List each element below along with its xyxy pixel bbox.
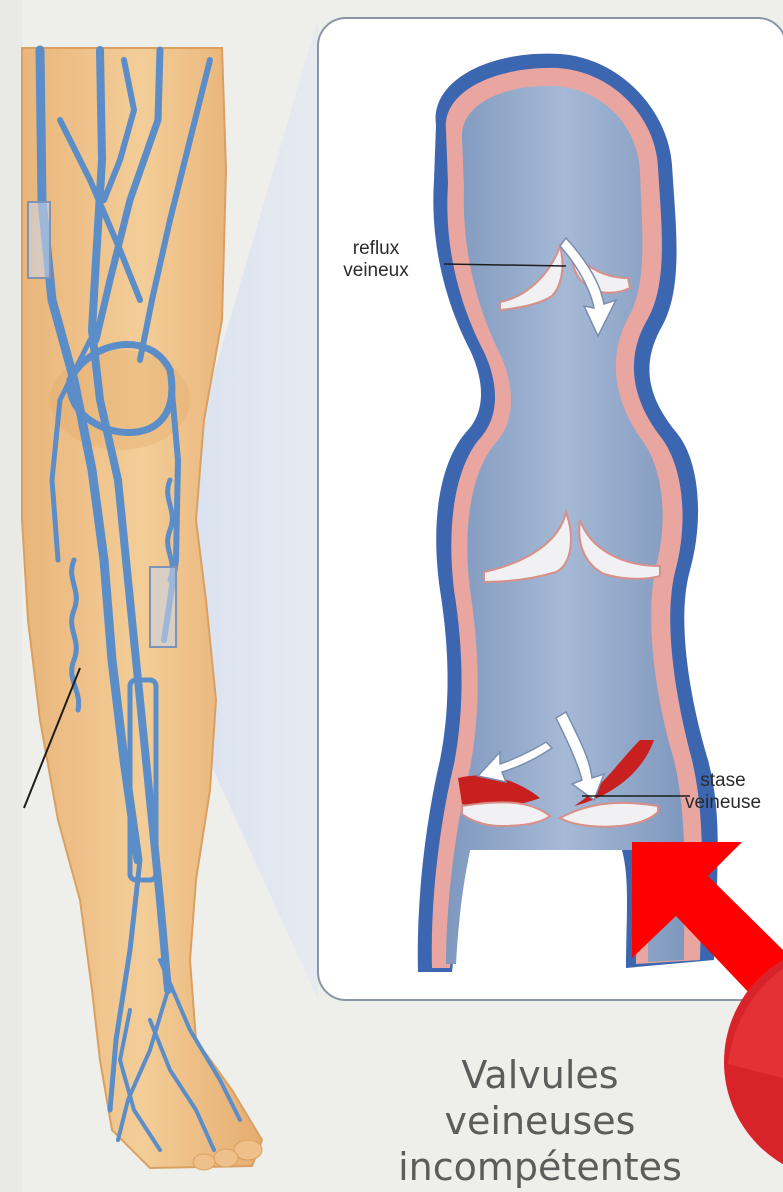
label-line: reflux [330, 238, 422, 260]
label-line: stase [668, 770, 778, 792]
caption-line: incompétentes [390, 1144, 690, 1190]
detail-marker-lower [150, 567, 176, 647]
caption-line: veineuses [390, 1098, 690, 1144]
caption: Valvules veineuses incompétentes [390, 1052, 690, 1190]
caption-line: Valvules [390, 1052, 690, 1098]
page-margin [0, 0, 22, 1192]
label-line: veineuse [668, 792, 778, 814]
detail-marker-upper [28, 202, 50, 278]
vein-cross-section [418, 54, 718, 972]
label-line: veineux [330, 260, 422, 282]
label-reflux-veineux: reflux veineux [330, 238, 422, 282]
label-stase-veineuse: stase veineuse [668, 770, 778, 814]
toe [193, 1154, 215, 1170]
toe [214, 1149, 238, 1167]
